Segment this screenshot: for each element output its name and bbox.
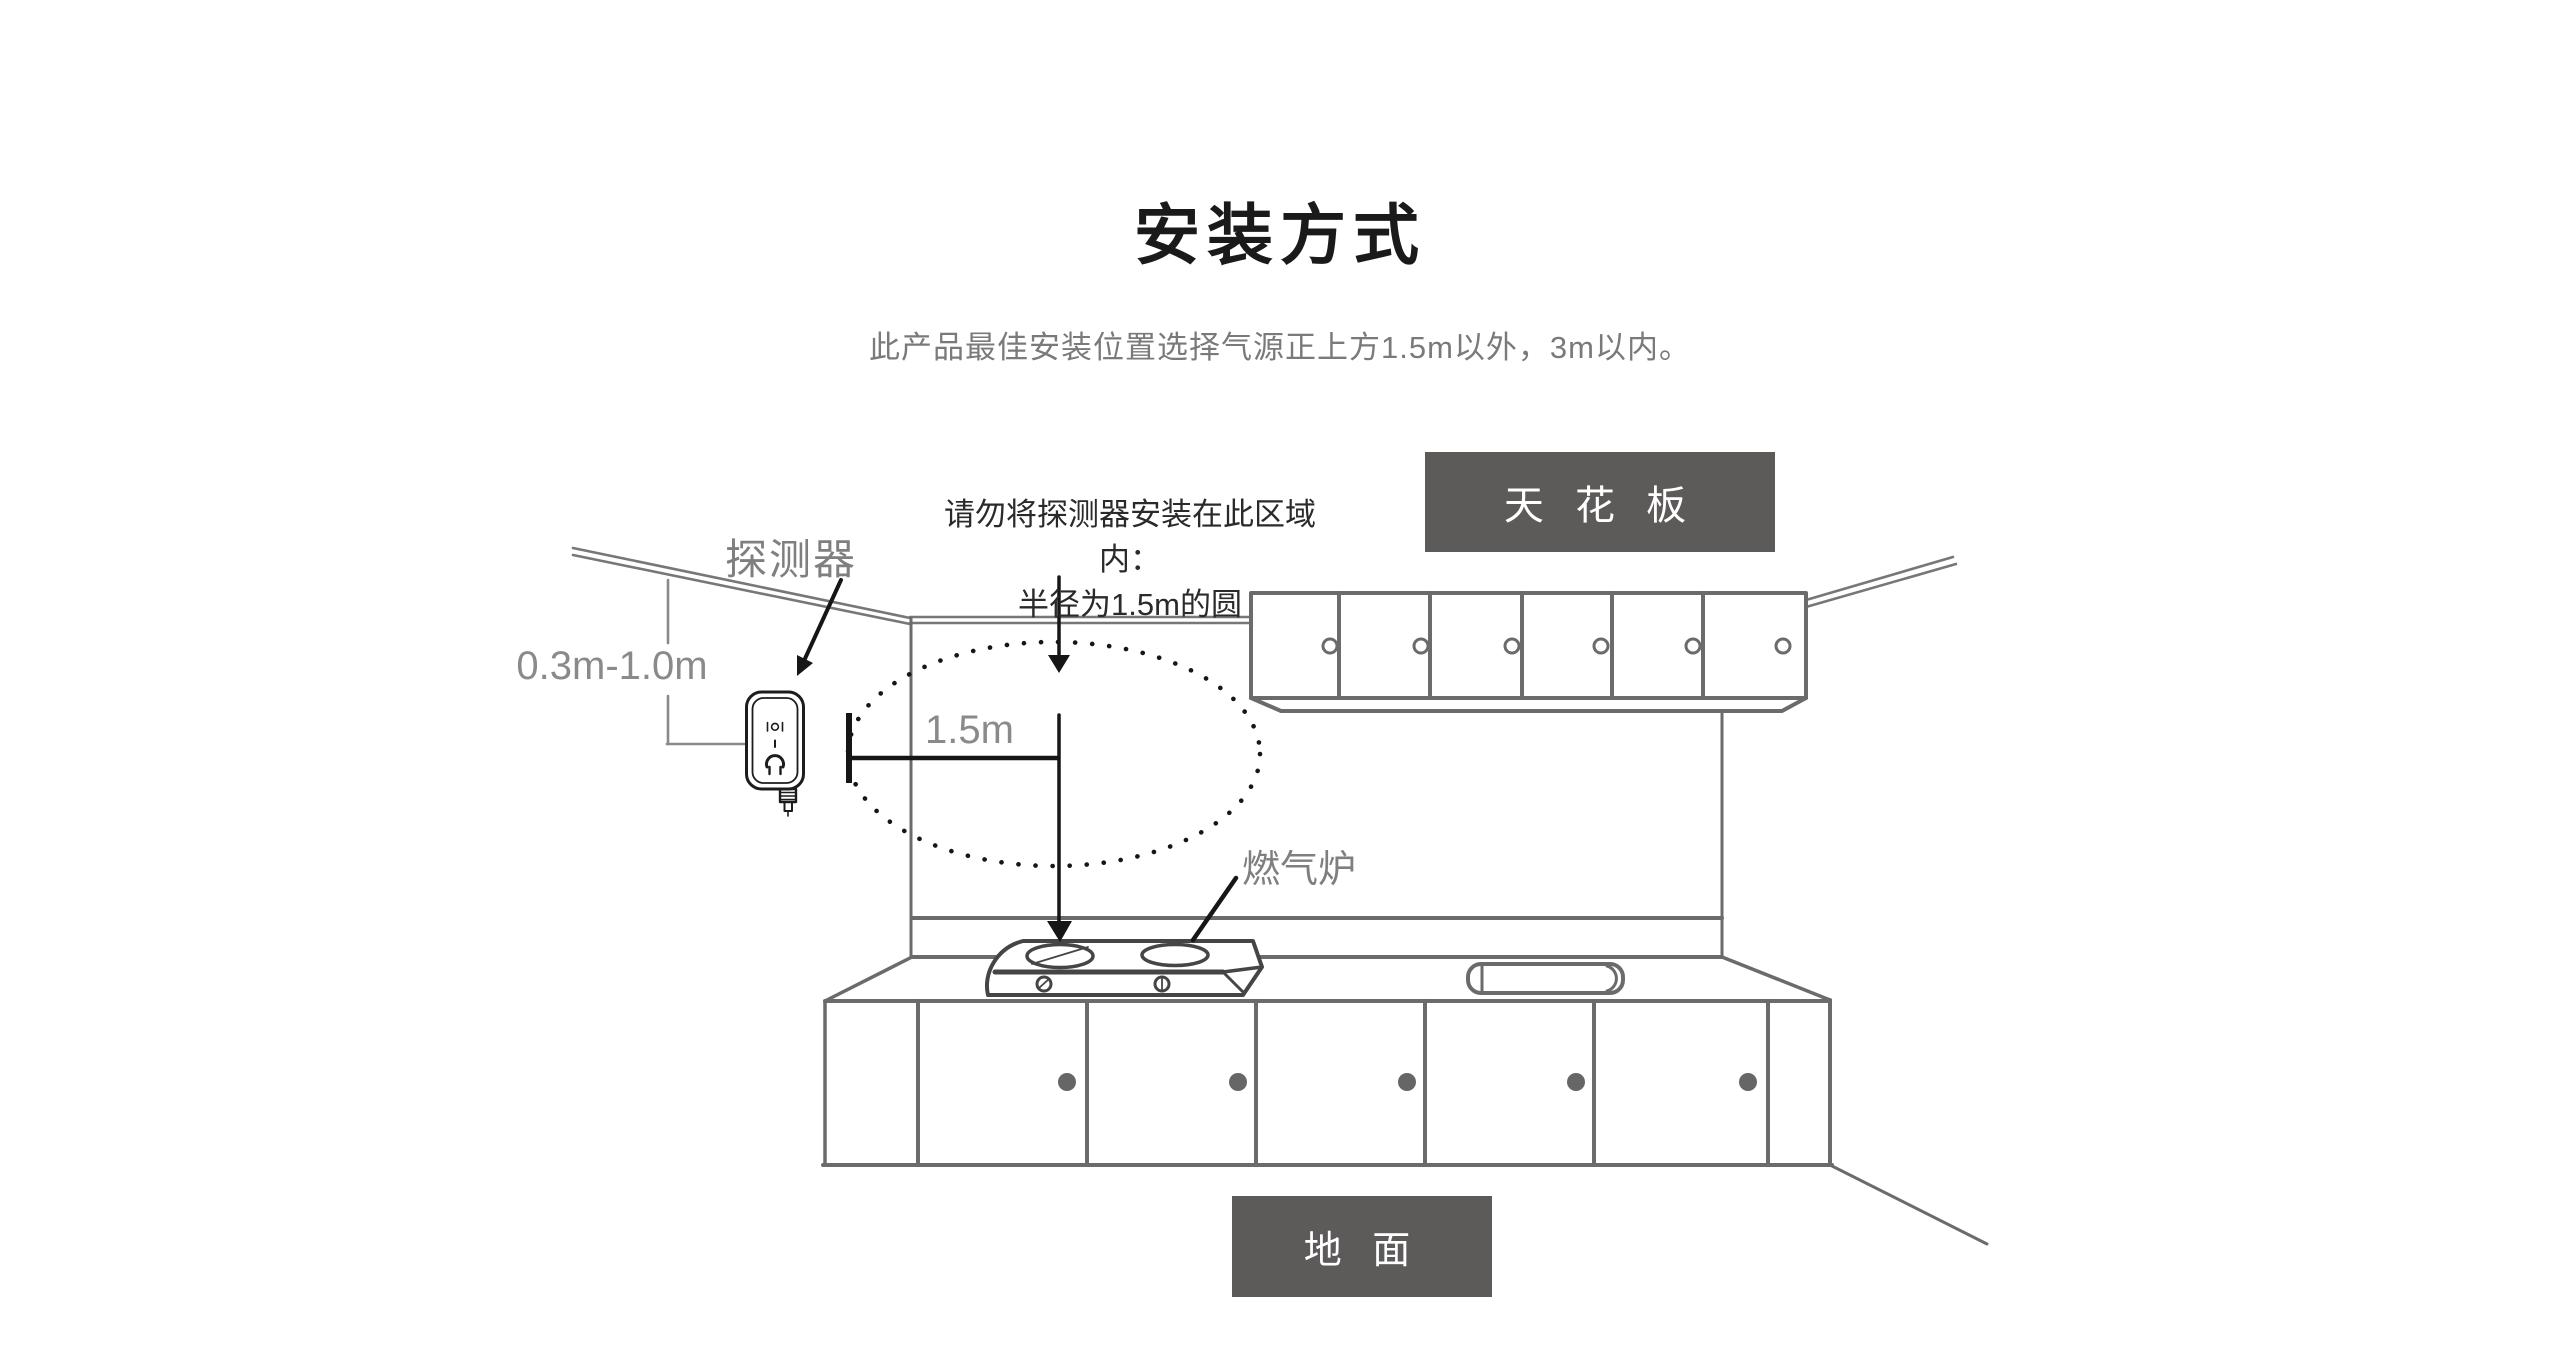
upper-cabinet-lip — [1249, 696, 1808, 713]
stove-burner-left — [1025, 942, 1095, 970]
note-line-2: 半径为1.5m的圆 — [1018, 587, 1242, 622]
radius-label: 1.5m — [925, 708, 1014, 752]
note-arrow — [1048, 575, 1070, 673]
gas-detector-device — [745, 690, 805, 817]
ceiling-slope-right — [1804, 555, 1958, 609]
base-cabinets — [821, 998, 1834, 1167]
floor-diagonal-line — [1830, 1164, 1989, 1246]
detector-arrow — [797, 578, 843, 676]
note-line-1: 请勿将探测器安装在此区域内： — [944, 497, 1316, 577]
stove-center-arrow — [1047, 713, 1072, 942]
stove-knob-left — [1035, 975, 1053, 993]
mount-height-range-label: 0.3m-1.0m — [516, 644, 708, 688]
page-subtitle: 此产品最佳安装位置选择气源正上方1.5m以外，3m以内。 — [869, 330, 1691, 365]
countertop — [823, 916, 1832, 1003]
stove-burner-right — [1140, 942, 1210, 968]
stove-knob-right — [1153, 975, 1171, 993]
mount-height-bracket — [665, 578, 746, 746]
detector-logo-mark — [766, 721, 784, 732]
ceiling-slope-left — [571, 546, 912, 626]
ground-tag: 地 面 — [1232, 1196, 1492, 1297]
upper-cabinet-handles — [1321, 637, 1792, 655]
ceiling-tag: 天 花 板 — [1425, 452, 1775, 552]
no-install-zone-note: 请勿将探测器安装在此区域内： 半径为1.5m的圆 — [930, 492, 1330, 627]
sink — [1466, 962, 1625, 995]
gas-stove — [984, 939, 1264, 997]
wall-top-edge — [908, 615, 1253, 625]
detector-speaker-icon — [765, 754, 785, 776]
radius-measurement — [846, 713, 1061, 783]
detector-connector — [778, 787, 798, 817]
stove-label-pointer — [1190, 875, 1239, 943]
page-title: 安装方式 — [1134, 198, 1426, 272]
gas-stove-label: 燃气炉 — [1241, 849, 1356, 891]
detector-label: 探测器 — [724, 536, 857, 583]
base-cabinet-handles — [1058, 1073, 1757, 1091]
no-install-zone-ellipse — [845, 639, 1263, 869]
upper-cabinets — [1249, 591, 1808, 713]
